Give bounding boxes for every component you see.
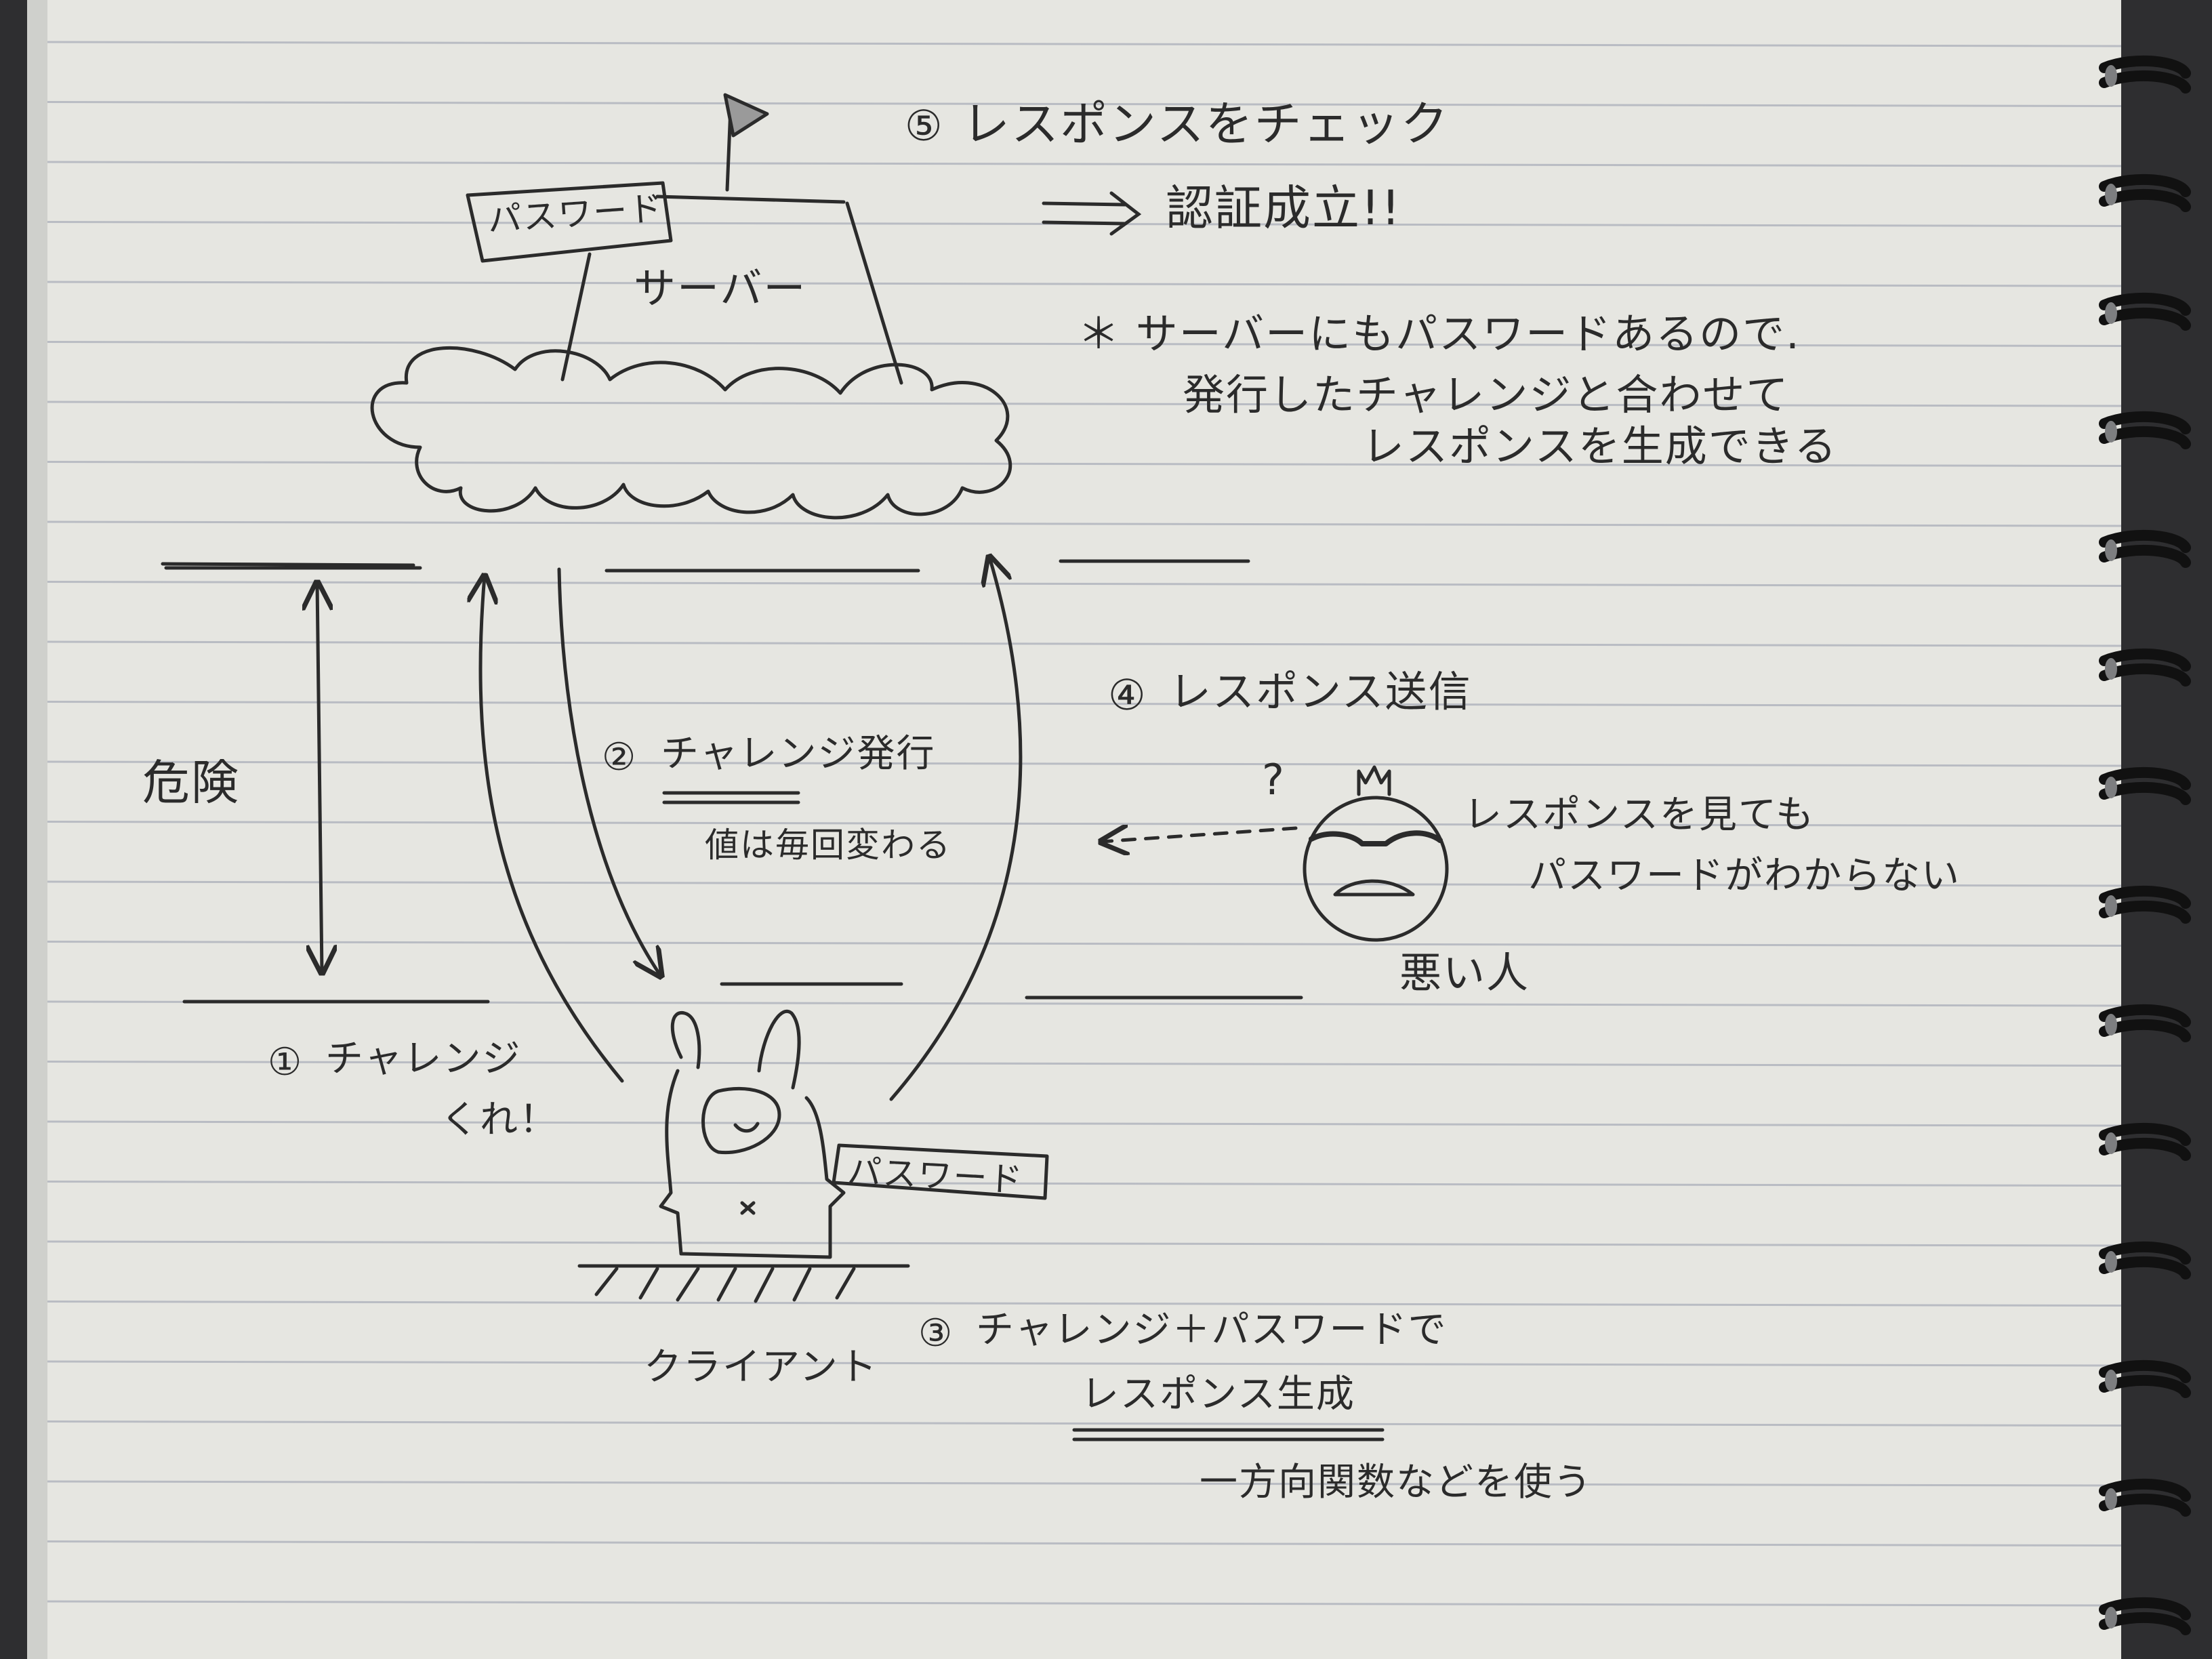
underline-step3 xyxy=(1072,1428,1385,1441)
ruled-line xyxy=(47,1600,2122,1607)
spiral-ring xyxy=(2099,55,2191,94)
spiral-ring xyxy=(2099,529,2191,568)
underline-step2 xyxy=(662,791,800,804)
ruled-line xyxy=(47,520,2122,527)
ruled-line xyxy=(47,41,2122,47)
ruled-line xyxy=(47,401,2122,407)
step2-label: チャレンジ発行 xyxy=(661,732,936,776)
spiral-ring xyxy=(2099,1478,2191,1517)
spiral-ring xyxy=(2099,766,2191,805)
step2-sublabel: 値は毎回変わる xyxy=(705,825,951,865)
spiral-ring xyxy=(2099,292,2191,331)
bad-person-head xyxy=(1303,796,1449,942)
client-belly-mark xyxy=(740,1201,756,1215)
client-body xyxy=(659,1010,846,1259)
server-label: サーバー xyxy=(634,264,807,313)
bad-person-note-line2: パスワードがわからない xyxy=(1528,854,1961,898)
spiral-ring xyxy=(2099,1597,2191,1635)
danger-zone-double-arrow xyxy=(317,583,322,972)
upper-boundary-left xyxy=(161,562,422,570)
spiral-ring xyxy=(2099,173,2191,212)
bad-person-sunglasses xyxy=(1309,830,1443,846)
client-drawing xyxy=(577,1010,1049,1303)
step3-note: 一方向関数などを使う xyxy=(1200,1460,1593,1504)
client-ground-hatching xyxy=(594,1267,856,1303)
arrow-step1-client-to-server xyxy=(480,576,624,1083)
step4-marker: ④ xyxy=(1108,670,1147,720)
paper-left-shadow xyxy=(27,0,47,1659)
notebook-paper xyxy=(27,0,2121,1659)
bad-person-drawing xyxy=(1303,765,1449,942)
step3-sublabel: レスポンス生成 xyxy=(1081,1372,1355,1416)
spiral-ring xyxy=(2099,648,2191,687)
step1-marker: ① xyxy=(268,1040,304,1084)
ruled-line xyxy=(47,1540,2122,1547)
ruled-line xyxy=(47,1181,2122,1187)
arrow-to-result xyxy=(1042,191,1142,236)
ruled-line xyxy=(47,1300,2122,1307)
arrow-step2-server-to-client xyxy=(557,567,661,976)
server-password-tag-frame xyxy=(466,181,673,263)
step3-label: チャレンジ＋パスワードで xyxy=(976,1308,1448,1352)
arrow-bad-person-sniff xyxy=(1101,828,1298,842)
spiral-ring xyxy=(2099,1359,2191,1398)
ruled-line xyxy=(47,1120,2122,1127)
spiral-binding xyxy=(2099,55,2191,1635)
step3-marker: ③ xyxy=(918,1311,954,1355)
bad-person-question-mark: ? xyxy=(1262,755,1286,804)
spiral-ring xyxy=(2099,1122,2191,1161)
spiral-ring xyxy=(2099,411,2191,449)
bad-person-note-line1: レスポンスを見ても xyxy=(1464,793,1816,837)
ruled-line xyxy=(47,1240,2122,1247)
ruled-line xyxy=(47,461,2122,467)
ruled-line xyxy=(47,161,2122,167)
ruled-line xyxy=(47,1420,2122,1427)
ruled-line xyxy=(47,941,2122,947)
step2-marker: ② xyxy=(602,735,638,779)
step1-label: チャレンジ xyxy=(325,1037,522,1081)
ruled-line xyxy=(47,821,2122,827)
spiral-ring xyxy=(2099,1004,2191,1042)
step5-label: レスポンスをチェック xyxy=(962,96,1450,152)
bad-person-label: 悪い人 xyxy=(1399,948,1530,998)
flow-arrows xyxy=(480,191,1298,1101)
ruled-line xyxy=(47,1360,2122,1367)
step1-sublabel: くれ！ xyxy=(441,1098,558,1142)
result-label: 認証成立!! xyxy=(1166,180,1402,236)
bad-person-crown xyxy=(1357,765,1391,796)
danger-zone-lines xyxy=(161,559,1303,1004)
client-password-tag-frame xyxy=(832,1143,1049,1200)
server-note-line3: レスポンスを生成できる xyxy=(1362,422,1838,471)
client-password-tag: パスワード xyxy=(846,1151,1025,1200)
ruled-line xyxy=(47,581,2122,587)
step5-marker: ⑤ xyxy=(905,101,944,150)
server-note-line1: ＊ サーバーにもパスワードあるので. xyxy=(1078,309,1801,359)
step4-label: レスポンス送信 xyxy=(1169,667,1472,716)
ruled-line xyxy=(47,101,2122,107)
ruled-line xyxy=(47,281,2122,287)
danger-zone-label: 危険 xyxy=(142,755,240,811)
ruled-line xyxy=(47,760,2122,767)
underlines xyxy=(662,791,1385,1441)
server-cloud xyxy=(370,346,1012,520)
spiral-ring xyxy=(2099,885,2191,924)
ruled-line xyxy=(47,1480,2122,1487)
ruled-line xyxy=(47,1061,2122,1067)
server-drawing xyxy=(370,93,1012,520)
server-flag xyxy=(723,93,769,138)
ruled-line xyxy=(47,701,2122,707)
bad-person-mouth xyxy=(1333,879,1415,897)
ruled-line xyxy=(47,640,2122,647)
arrow-step4-client-to-server xyxy=(889,557,1023,1101)
ruled-line xyxy=(47,880,2122,887)
client-face xyxy=(701,1086,781,1155)
server-body xyxy=(560,194,903,385)
server-note-line2: 発行したチャレンジと合わせて xyxy=(1183,370,1790,419)
ruled-line xyxy=(47,341,2122,347)
spiral-ring xyxy=(2099,1241,2191,1279)
client-label: クライアント xyxy=(644,1345,878,1389)
